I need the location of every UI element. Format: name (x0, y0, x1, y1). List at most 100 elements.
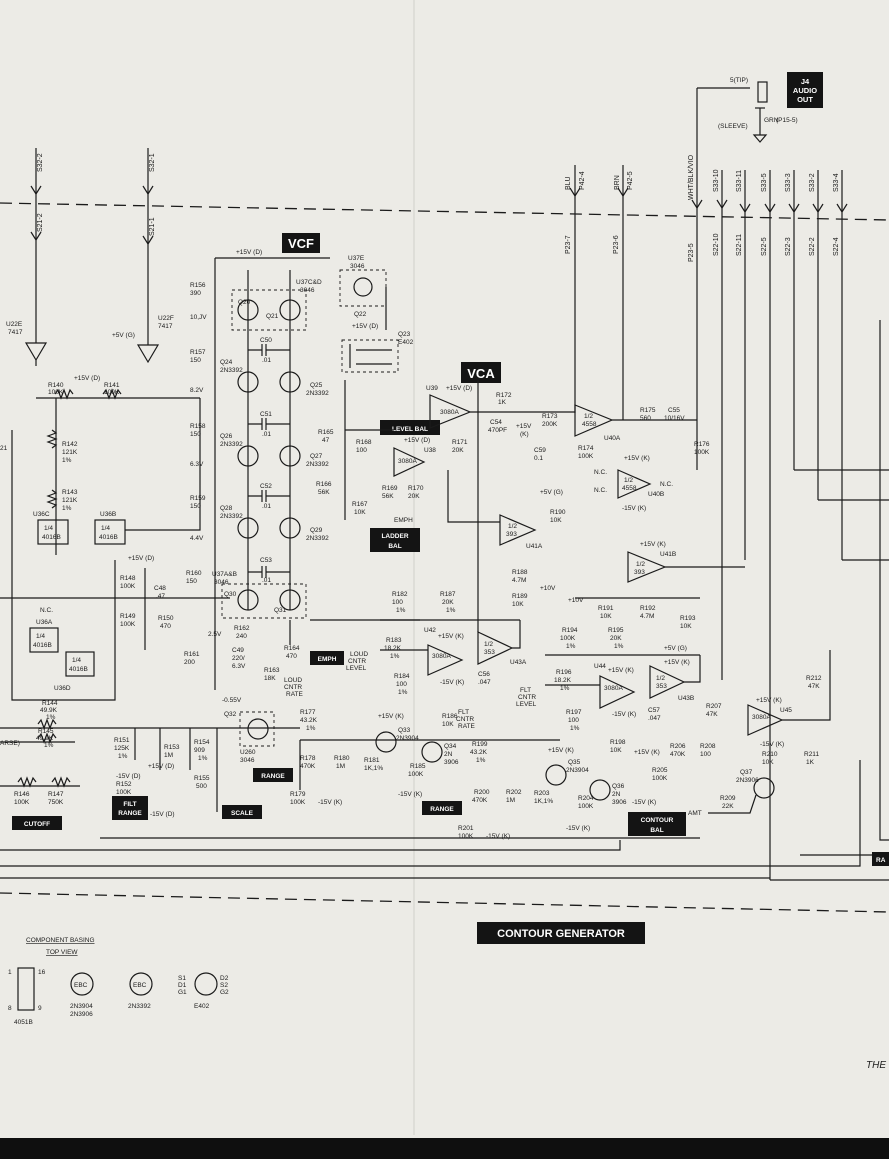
svg-text:1%: 1% (570, 725, 580, 732)
jack-title-tag (787, 72, 823, 108)
svg-text:R174: R174 (578, 445, 594, 452)
svg-text:10,JV: 10,JV (190, 314, 207, 321)
svg-text:R151: R151 (114, 737, 130, 744)
svg-text:Q25: Q25 (310, 382, 323, 389)
svg-text:4558: 4558 (622, 485, 637, 492)
svg-text:R147: R147 (48, 791, 64, 798)
svg-text:500: 500 (196, 783, 207, 790)
svg-text:1K: 1K (498, 399, 507, 406)
svg-text:U36B: U36B (100, 511, 116, 518)
svg-text:1%: 1% (46, 714, 56, 721)
connector-label: WHT/BLK/VIO (688, 154, 695, 200)
svg-text:470: 470 (160, 623, 171, 630)
svg-text:100: 100 (392, 599, 403, 606)
svg-text:U41A: U41A (526, 543, 543, 550)
svg-text:R171: R171 (452, 439, 468, 446)
svg-text:2N3392: 2N3392 (220, 441, 243, 448)
svg-text:909: 909 (194, 747, 205, 754)
svg-text:C55: C55 (668, 407, 680, 414)
connector-wire-color: BLU (565, 176, 572, 190)
vca-stage: U39 3080A +15V (D) R172 1K C54 470PF R17… (426, 385, 575, 454)
svg-text:100K: 100K (14, 799, 30, 806)
u36d-switch: 1/4 4016B U36D (54, 651, 95, 692)
r144-r145-network: R144 49.9K 1% R145 49.9K 1% ARSE) (0, 700, 240, 749)
connector-label: S33-2 (809, 173, 816, 192)
u22f-buffer: U22F 7417 +5V (G) (112, 315, 174, 364)
u45-stage: 3080A U45 +15V (K) -15V (K) R212 47K R21… (708, 650, 831, 814)
svg-text:1/4: 1/4 (36, 633, 45, 640)
svg-text:U39: U39 (426, 385, 438, 392)
svg-text:R183: R183 (386, 637, 402, 644)
svg-text:C52: C52 (260, 483, 272, 490)
svg-text:20K: 20K (610, 635, 622, 642)
svg-text:EBC: EBC (74, 982, 88, 989)
svg-text:470: 470 (286, 653, 297, 660)
svg-text:7417: 7417 (8, 329, 23, 336)
emph-tag: EMPH (310, 651, 344, 665)
svg-text:.01: .01 (262, 431, 271, 438)
svg-text:2N3904: 2N3904 (70, 1003, 93, 1010)
svg-text:1/2: 1/2 (624, 477, 633, 484)
svg-text:LEVEL BAL: LEVEL BAL (392, 426, 428, 433)
svg-text:R161: R161 (184, 651, 200, 658)
svg-text:3080A: 3080A (432, 653, 451, 660)
svg-text:R184: R184 (394, 673, 410, 680)
svg-text:-15V (K): -15V (K) (486, 833, 510, 840)
svg-text:100K: 100K (458, 833, 474, 840)
svg-text:4051B: 4051B (14, 1019, 33, 1026)
svg-text:200: 200 (184, 659, 195, 666)
svg-text:R149: R149 (120, 613, 136, 620)
svg-text:100K: 100K (104, 389, 120, 396)
svg-text:R194: R194 (562, 627, 578, 634)
connector-s33-11: S33-11 S22-11 (736, 170, 751, 560)
svg-text:VCA: VCA (467, 366, 495, 381)
svg-text:750K: 750K (48, 799, 64, 806)
svg-text:+15V (K): +15V (K) (664, 659, 690, 666)
svg-text:R155: R155 (194, 775, 210, 782)
svg-text:1/2: 1/2 (484, 641, 493, 648)
ra-tag: RA (872, 852, 889, 866)
svg-text:U40B: U40B (648, 491, 664, 498)
svg-text:22K: 22K (722, 803, 734, 810)
jack-tip-label: 5(TIP) (730, 77, 748, 84)
svg-text:100: 100 (568, 717, 579, 724)
audio-out-jack: J4 AUDIO OUT 5(TIP) (SLEEVE) GRN (P15-5) (718, 72, 823, 143)
q32-u260: Q32 U260 3046 LOUD CNTR RATE (224, 677, 304, 764)
cutoff-tag: CUTOFF (12, 816, 62, 830)
connector-label: S22-10 (713, 233, 720, 256)
svg-text:N.C.: N.C. (594, 469, 607, 476)
svg-text:1K,1%: 1K,1% (364, 765, 383, 772)
connector-s33-2: S33-2 S22-2 (809, 170, 824, 500)
svg-text:R211: R211 (804, 751, 819, 758)
svg-text:R144: R144 (42, 700, 58, 707)
svg-text:390: 390 (190, 290, 201, 297)
corner-caption: THE (866, 1060, 886, 1071)
svg-text:FLT: FLT (458, 709, 469, 716)
svg-text:BAL: BAL (388, 543, 401, 550)
svg-text:FILT: FILT (123, 801, 136, 808)
svg-text:2N3904: 2N3904 (396, 735, 419, 742)
jack-title-line: AUDIO (793, 86, 817, 95)
connector-s32-1: S32-1 S21-1 (142, 148, 156, 330)
svg-text:9: 9 (38, 1005, 42, 1012)
svg-text:R201: R201 (458, 825, 474, 832)
svg-text:R154: R154 (194, 739, 210, 746)
svg-text:SCALE: SCALE (231, 810, 254, 817)
u42-u43a-stage: 3080A U42 +15V (K) -15V (K) 1/2 353 U43A… (346, 380, 527, 728)
contour-generator-tag: CONTOUR GENERATOR (477, 922, 645, 944)
svg-text:R162: R162 (234, 625, 250, 632)
svg-text:1/2: 1/2 (656, 675, 665, 682)
svg-text:C48: C48 (154, 585, 166, 592)
svg-text:+10V: +10V (540, 585, 556, 592)
svg-text:4.7M: 4.7M (640, 613, 654, 620)
svg-text:U36C: U36C (33, 511, 50, 518)
svg-text:C56: C56 (478, 671, 490, 678)
svg-text:Q37: Q37 (740, 769, 753, 776)
svg-text:4016B: 4016B (69, 666, 88, 673)
svg-text:R185: R185 (410, 763, 426, 770)
svg-text:EMPH: EMPH (394, 517, 413, 524)
r142-r143: R142 121K 1% R143 121K 1% 21 (0, 398, 78, 555)
svg-text:.01: .01 (262, 503, 271, 510)
svg-text:4016B: 4016B (99, 534, 118, 541)
